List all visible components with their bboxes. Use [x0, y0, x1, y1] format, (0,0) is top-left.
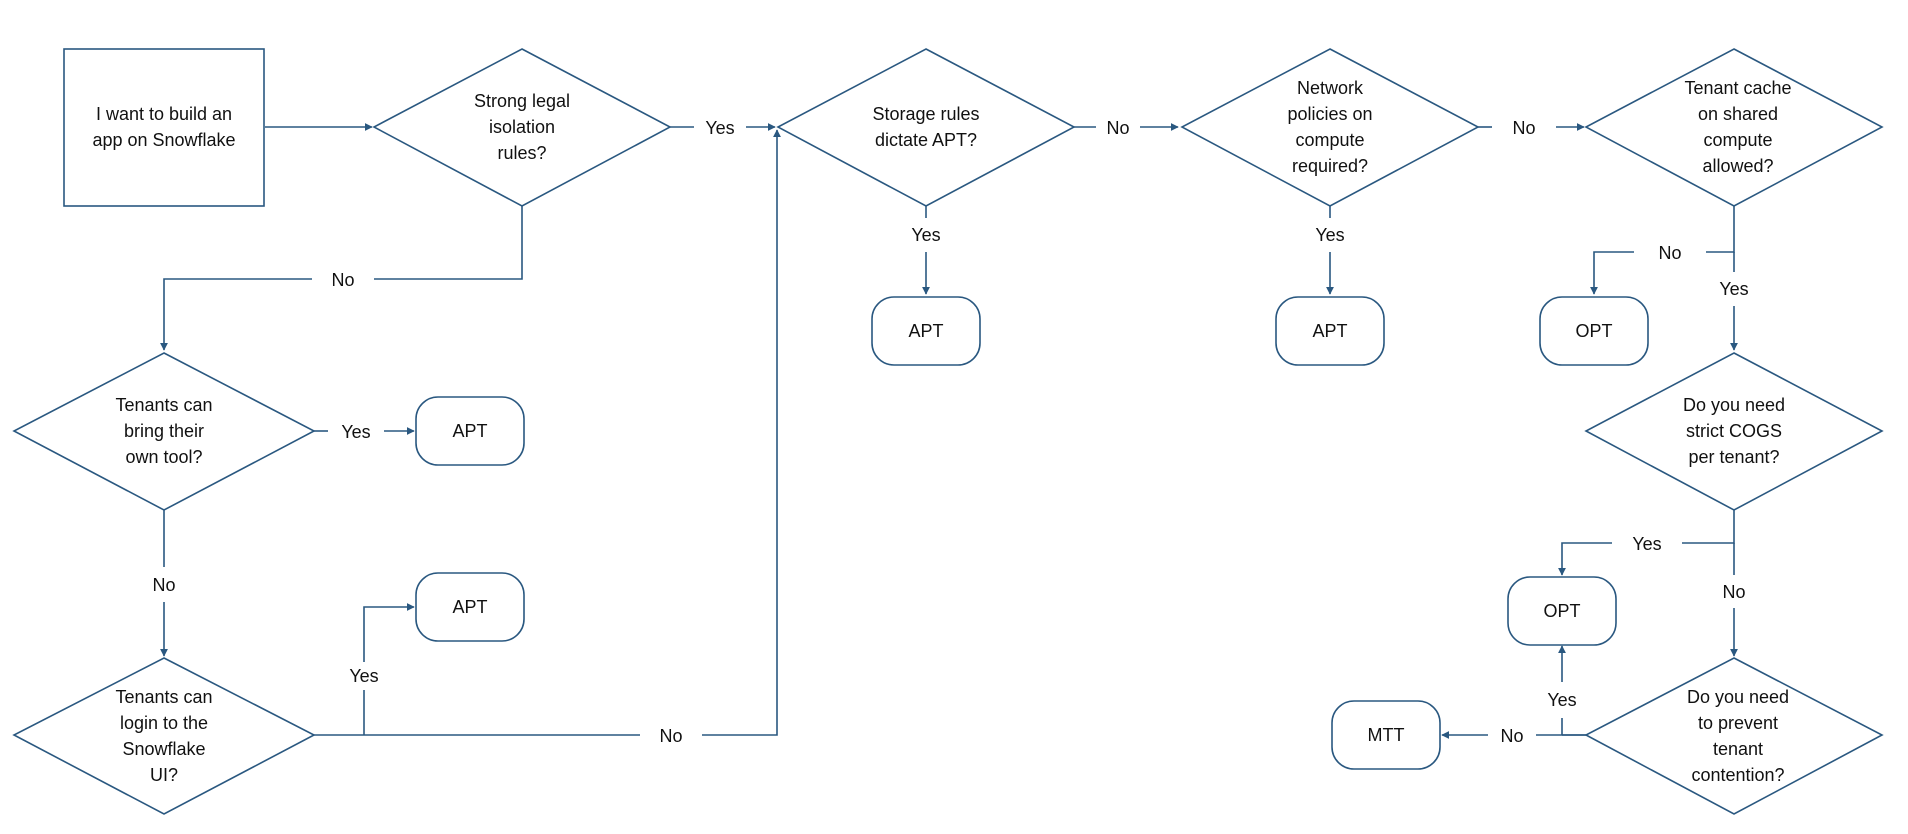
terminal-opt-cogs: [1507, 576, 1617, 646]
edge-label-contention-yes: Yes: [1547, 690, 1576, 710]
edge-login-yes-b: [363, 603, 415, 662]
terminal-opt-cache: [1539, 296, 1649, 366]
edge-label-contention-no: No: [1500, 726, 1523, 746]
label-apt-login: APT: [452, 597, 487, 617]
terminal-apt-tool: [415, 396, 525, 466]
edge-cache-no-b: [1590, 251, 1634, 295]
edge-legal-no-b: [160, 278, 312, 351]
edge-label-cache-no: No: [1658, 243, 1681, 263]
edge-label-network-no: No: [1512, 118, 1535, 138]
decision-bring-tool: [12, 352, 316, 511]
edge-label-cogs-yes: Yes: [1632, 534, 1661, 554]
edge-label-network-yes: Yes: [1315, 225, 1344, 245]
edge-cache-no-a: [1706, 206, 1735, 253]
start-box: [63, 48, 265, 207]
terminal-apt-network: [1275, 296, 1385, 366]
edge-label-storage-no: No: [1106, 118, 1129, 138]
terminal-apt-login: [415, 572, 525, 642]
edge-label-tool-no: No: [152, 575, 175, 595]
edge-legal-no-a: [374, 206, 523, 280]
shapes: [12, 48, 1884, 815]
decision-network: [1180, 48, 1480, 207]
edge-label-tool-yes: Yes: [341, 422, 370, 442]
edge-label-storage-yes: Yes: [911, 225, 940, 245]
label-apt-tool: APT: [452, 421, 487, 441]
label-opt-cache: OPT: [1575, 321, 1612, 341]
decision-storage: [776, 48, 1076, 207]
terminal-apt-storage: [871, 296, 981, 366]
edge-label-login-yes: Yes: [349, 666, 378, 686]
edge-label-cache-yes: Yes: [1719, 279, 1748, 299]
edge-label-cogs-no: No: [1722, 582, 1745, 602]
label-opt-cogs: OPT: [1543, 601, 1580, 621]
label-apt-network: APT: [1312, 321, 1347, 341]
label-mtt: MTT: [1368, 725, 1405, 745]
edge-cogs-yes-b: [1558, 542, 1612, 576]
decision-contention: [1584, 657, 1884, 815]
label-apt-storage: APT: [908, 321, 943, 341]
decision-cache: [1584, 48, 1884, 207]
edge-label-login-no: No: [659, 726, 682, 746]
decision-legal: [372, 48, 672, 207]
edge-login-no-b: [702, 129, 781, 736]
decision-login-ui: [12, 657, 316, 815]
edge-labels: Yes No No Yes No Yes No Yes Yes No Yes N…: [152, 118, 1748, 746]
terminal-mtt: [1331, 700, 1441, 770]
edge-cogs-yes-a: [1682, 510, 1735, 544]
edge-label-legal-no: No: [331, 270, 354, 290]
edge-label-legal-yes: Yes: [705, 118, 734, 138]
connectors: [160, 123, 1738, 739]
decision-cogs: [1584, 352, 1884, 511]
